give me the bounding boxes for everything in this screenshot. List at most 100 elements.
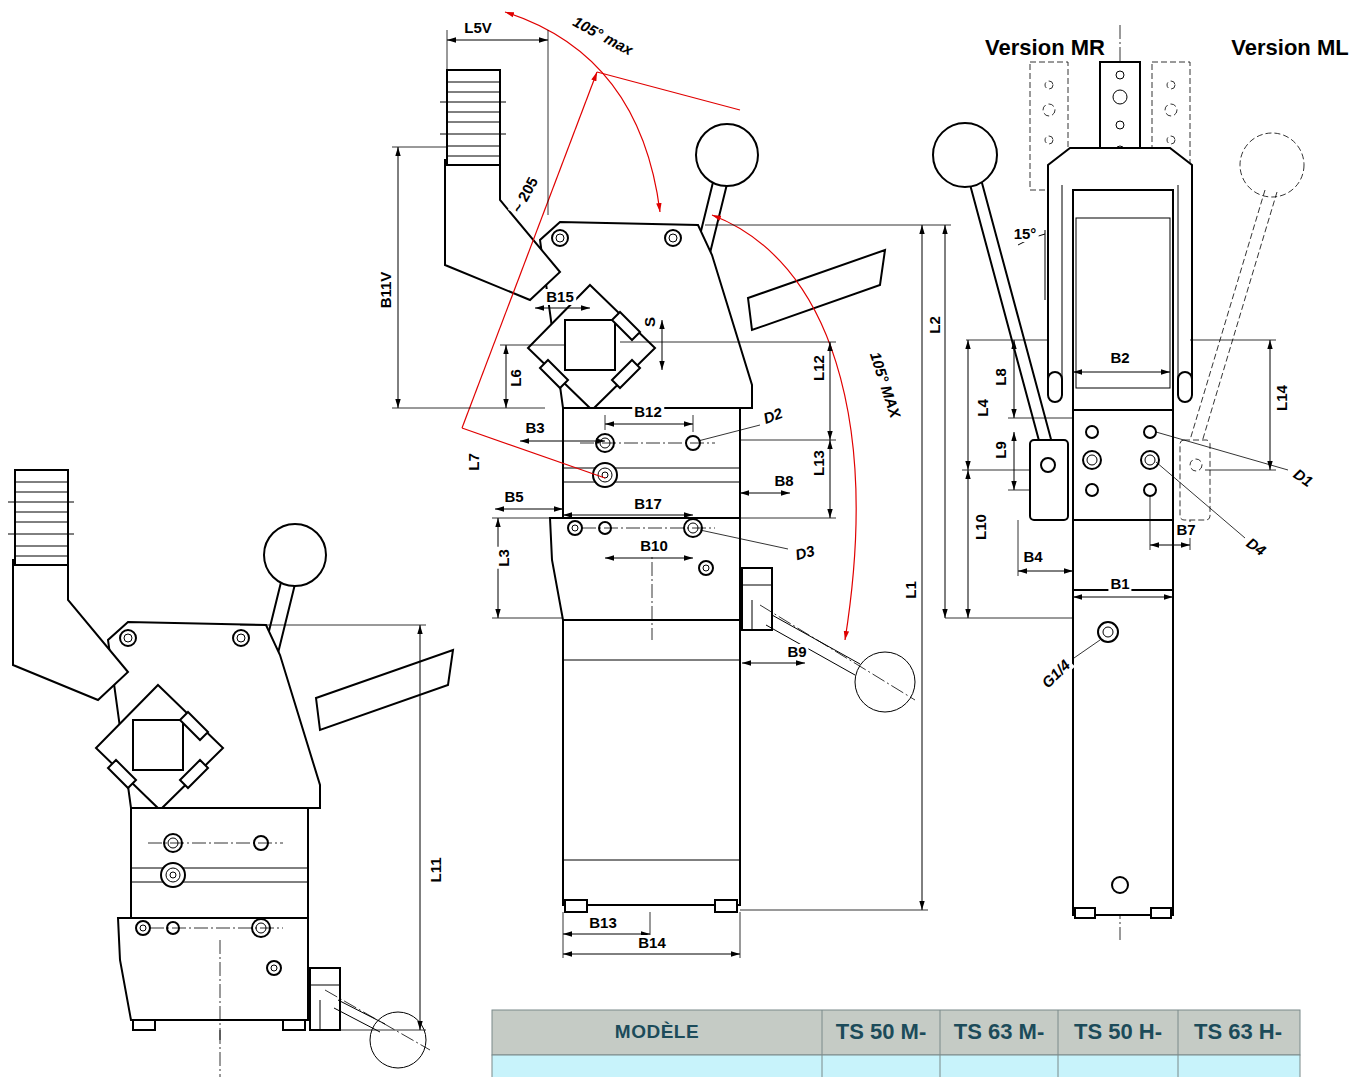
dimension-line xyxy=(495,509,563,510)
dimension-label: L12 xyxy=(811,353,827,383)
extension-line xyxy=(392,147,447,148)
dimension-line xyxy=(968,470,969,618)
dimension-line xyxy=(830,440,831,518)
dimension-label: B4 xyxy=(1021,549,1044,565)
diameter-label: D1 xyxy=(1289,465,1317,491)
pump-end-view xyxy=(1103,627,1113,637)
extension-line xyxy=(740,440,836,441)
extension-line xyxy=(310,1030,426,1031)
port-label: G1/4 xyxy=(1037,655,1074,692)
swing-arc xyxy=(462,72,597,428)
dimension-line xyxy=(563,954,740,955)
extension-line xyxy=(392,408,545,409)
dimension-label: L5V xyxy=(462,20,494,36)
swing-arc xyxy=(462,12,856,640)
extension-line xyxy=(962,470,1030,471)
pump-end-view xyxy=(1165,104,1177,116)
dimension-label: L6 xyxy=(508,367,524,389)
dimension-line xyxy=(605,558,693,559)
dimension-line xyxy=(1073,372,1170,373)
pump-front-view xyxy=(440,70,915,912)
pump-end-view xyxy=(1076,218,1170,388)
pump-side-view xyxy=(8,470,453,1040)
pump-side-view xyxy=(220,1030,221,1077)
dimension-label: B10 xyxy=(638,538,670,554)
extension-line xyxy=(1008,490,1030,491)
dimension-label: L8 xyxy=(993,366,1009,388)
dimension-line xyxy=(447,40,548,41)
table-header-cell: TS 63 H- xyxy=(1192,1020,1284,1044)
model-table xyxy=(492,1010,1300,1055)
dimension-line xyxy=(563,515,693,516)
table-header-cell: MODÈLE xyxy=(613,1020,701,1044)
pump-end-view xyxy=(1190,459,1202,471)
extension-line xyxy=(740,518,836,519)
model-table xyxy=(1178,1010,1179,1077)
dimension-label: B9 xyxy=(785,644,808,660)
dimension-line xyxy=(420,625,421,1030)
pump-end-view xyxy=(975,180,1045,440)
diameter-label: D3 xyxy=(792,542,819,563)
dimension-line xyxy=(520,441,605,442)
pump-end-view xyxy=(1178,372,1192,402)
pump-front-view xyxy=(766,625,855,675)
extension-line xyxy=(1205,470,1276,471)
extension-line xyxy=(492,518,550,519)
dimension-label: L7 xyxy=(466,451,482,473)
view-title: Version MR xyxy=(983,36,1107,60)
swing-arc xyxy=(597,72,740,110)
extension-line xyxy=(1150,495,1151,550)
dimension-label: B14 xyxy=(636,935,668,951)
extension-line xyxy=(700,530,788,549)
extension-line xyxy=(548,30,549,215)
pump-end-view xyxy=(1151,908,1171,918)
dimension-label: B8 xyxy=(772,473,795,489)
pump-end-view xyxy=(1086,484,1098,496)
view-title: Version ML xyxy=(1229,36,1350,60)
dimension-line xyxy=(945,225,946,618)
extension-line xyxy=(1156,462,1245,538)
diameter-label: D2 xyxy=(759,405,786,428)
pump-side-view xyxy=(133,1020,155,1030)
extension-line xyxy=(605,415,606,430)
model-table xyxy=(940,1010,941,1077)
extension-line xyxy=(698,425,760,441)
extension-line xyxy=(1074,640,1100,658)
pump-end-view xyxy=(1098,622,1118,642)
dimension-label: L3 xyxy=(496,547,512,569)
extension-line xyxy=(1190,340,1276,341)
dimension-line xyxy=(742,663,805,664)
pump-end-view xyxy=(1045,136,1053,144)
pump-front-view xyxy=(772,615,860,664)
dimension-line xyxy=(506,345,507,408)
pump-front-view xyxy=(715,900,737,912)
dimension-line xyxy=(1014,340,1015,418)
pump-end-view xyxy=(1190,190,1265,440)
extension-line xyxy=(492,618,563,619)
dimension-label: L9 xyxy=(993,439,1009,461)
dimension-label: B17 xyxy=(632,496,664,512)
dimension-line xyxy=(1270,340,1271,470)
swing-arc xyxy=(712,215,856,640)
pump-side-view xyxy=(283,1020,305,1030)
dimension-line xyxy=(830,342,831,440)
extension-line xyxy=(240,30,1288,1030)
dimension-line xyxy=(605,424,693,425)
extension-line xyxy=(966,340,1048,341)
pump-end-view xyxy=(1045,230,1046,300)
dimension-label: S xyxy=(642,315,658,329)
pump-end-view xyxy=(1167,81,1175,89)
pump-end-view xyxy=(1144,426,1156,438)
extension-line xyxy=(705,225,951,226)
dimension-label: L2 xyxy=(927,314,943,336)
dimension-label: B2 xyxy=(1108,350,1131,366)
pump-side-view xyxy=(325,990,430,1050)
dimension-line xyxy=(1073,597,1173,598)
pump-end-view xyxy=(1180,440,1210,520)
dimension-label: B15 xyxy=(544,289,576,305)
dimension-line xyxy=(398,40,1270,1030)
angle-label: 15° xyxy=(1012,226,1039,242)
diameter-label: D4 xyxy=(1242,534,1270,560)
pump-front-view xyxy=(760,605,915,700)
